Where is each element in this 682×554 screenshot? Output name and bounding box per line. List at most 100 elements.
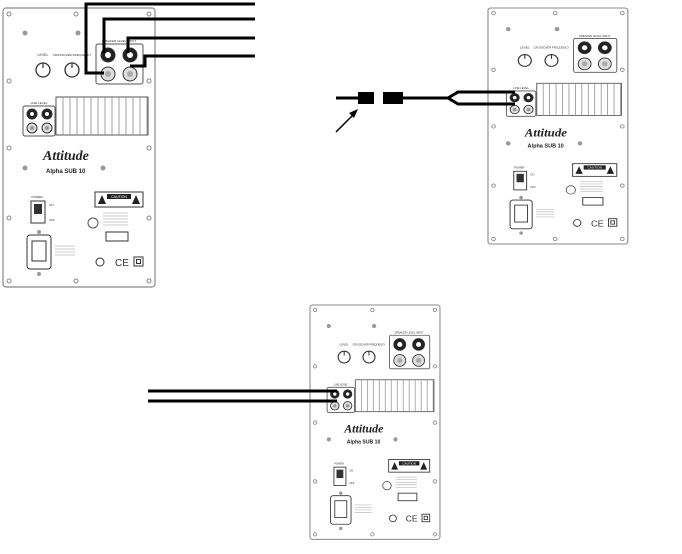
speaker-wire-1	[84, 2, 255, 75]
line-level-label: LINE LEVEL	[513, 86, 529, 90]
ac-power-inlet[interactable]	[509, 195, 533, 235]
level-knob[interactable]	[35, 62, 51, 78]
power-switch[interactable]	[333, 466, 347, 487]
speaker-terminal[interactable]	[122, 66, 138, 82]
rca-input-jack[interactable]	[330, 401, 340, 411]
speaker-terminal[interactable]	[597, 41, 612, 55]
level-label: LEVEL	[38, 53, 49, 57]
level-knob[interactable]	[517, 53, 532, 67]
level-label: LEVEL	[520, 46, 530, 50]
cable-split	[403, 90, 515, 106]
mount-hole-icon	[326, 437, 331, 442]
ac-power-inlet[interactable]	[26, 230, 52, 276]
level-label: LEVEL	[340, 342, 350, 346]
off-label: OFF	[530, 185, 536, 189]
mount-hole-icon	[371, 323, 377, 329]
rating-plate	[582, 197, 604, 206]
rca-plug-female	[383, 92, 403, 104]
rca-input-jack[interactable]	[342, 389, 353, 399]
screw-icon	[312, 307, 318, 313]
screw-icon	[432, 479, 437, 484]
brand-logo: Attitude	[42, 149, 89, 164]
brand-logo: Attitude	[343, 422, 383, 436]
power-label: POWER	[31, 195, 43, 199]
screw-icon	[620, 236, 625, 242]
crossover-label: CROSSOVER FREQUENCY	[53, 53, 92, 57]
rca-input-jack[interactable]	[41, 108, 53, 120]
y-cable	[335, 90, 515, 133]
ce-mark-icon: CE	[591, 219, 604, 229]
speaker-terminal[interactable]	[577, 57, 592, 71]
screw-icon	[491, 236, 496, 242]
screw-icon	[146, 78, 152, 84]
ce-mark-icon: CE	[115, 258, 129, 269]
rca-input-jack[interactable]	[509, 104, 520, 115]
line-level-cables	[148, 389, 337, 403]
screw-icon	[312, 420, 318, 425]
double-insulation-icon	[421, 513, 431, 523]
speaker-terminal[interactable]	[100, 66, 116, 82]
on-label: ON	[49, 203, 54, 207]
crossover-knob[interactable]	[64, 62, 80, 78]
rca-input-jack[interactable]	[523, 104, 534, 115]
rca-input-jack[interactable]	[41, 122, 53, 134]
screw-icon	[432, 364, 437, 369]
rca-input-jack[interactable]	[509, 93, 520, 103]
crossover-knob[interactable]	[362, 350, 376, 364]
mount-hole-icon	[577, 141, 583, 146]
speaker-terminal[interactable]	[412, 338, 425, 351]
speaker-terminal[interactable]	[393, 338, 407, 351]
mount-hole-icon	[22, 30, 28, 36]
screw-icon	[6, 78, 12, 84]
level-knob[interactable]	[337, 350, 351, 364]
rca-input-jack[interactable]	[342, 401, 353, 411]
speaker-terminal[interactable]	[577, 41, 592, 55]
screw-icon	[312, 479, 318, 484]
rca-input-jack[interactable]	[26, 122, 38, 134]
speaker-terminal[interactable]	[393, 354, 407, 367]
ground-screw-icon	[382, 480, 392, 491]
rating-plate	[397, 492, 418, 502]
screw-icon	[620, 67, 625, 72]
heatsink	[55, 96, 149, 136]
speaker-terminal[interactable]	[597, 57, 612, 71]
model-name: Alpha SUB 10	[347, 440, 381, 446]
recycle-icon	[95, 257, 105, 267]
screw-icon	[146, 215, 152, 221]
power-switch[interactable]	[30, 200, 46, 224]
speaker-terminal[interactable]	[412, 354, 425, 367]
line-level-label: LINE LEVEL	[334, 384, 349, 387]
heatsink	[536, 82, 622, 116]
screw-icon	[432, 532, 437, 537]
mount-hole-icon	[393, 437, 398, 442]
screw-icon	[73, 278, 79, 284]
on-label: ON	[530, 173, 534, 177]
ac-power-inlet[interactable]	[330, 491, 352, 531]
screw-icon	[552, 236, 558, 242]
speaker-level-label: SPEAKER LEVEL INPUT	[579, 34, 611, 38]
rca-input-jack[interactable]	[523, 93, 534, 103]
mount-hole-icon	[22, 165, 28, 171]
mount-hole-icon	[100, 165, 106, 171]
subwoofer-panel-speaker-level: LEVEL CROSSOVER FREQUENCY SPEAKER LEVEL IN…	[2, 7, 156, 288]
speaker-level-label: SPEAKER LEVEL INPUT	[102, 39, 136, 43]
caution-label-box	[94, 191, 144, 208]
on-label: ON	[349, 469, 353, 472]
recycle-icon	[573, 219, 582, 227]
power-switch[interactable]	[513, 170, 528, 191]
arrow-head-icon	[349, 109, 358, 118]
mount-hole-icon	[505, 27, 511, 32]
screw-icon	[370, 532, 375, 537]
caution-text: CAUTION	[588, 166, 602, 170]
speaker-terminal[interactable]	[122, 47, 138, 63]
screw-icon	[312, 532, 318, 537]
screw-icon	[6, 215, 12, 221]
screw-icon	[620, 124, 625, 129]
screw-icon	[6, 145, 12, 151]
off-label: OFF	[49, 218, 55, 222]
rca-input-jack[interactable]	[26, 108, 38, 120]
crossover-knob[interactable]	[544, 53, 559, 67]
double-insulation-icon	[133, 256, 144, 267]
mount-hole-icon	[505, 141, 511, 146]
crossover-label: CROSSOVER FREQUENCY	[352, 343, 385, 346]
